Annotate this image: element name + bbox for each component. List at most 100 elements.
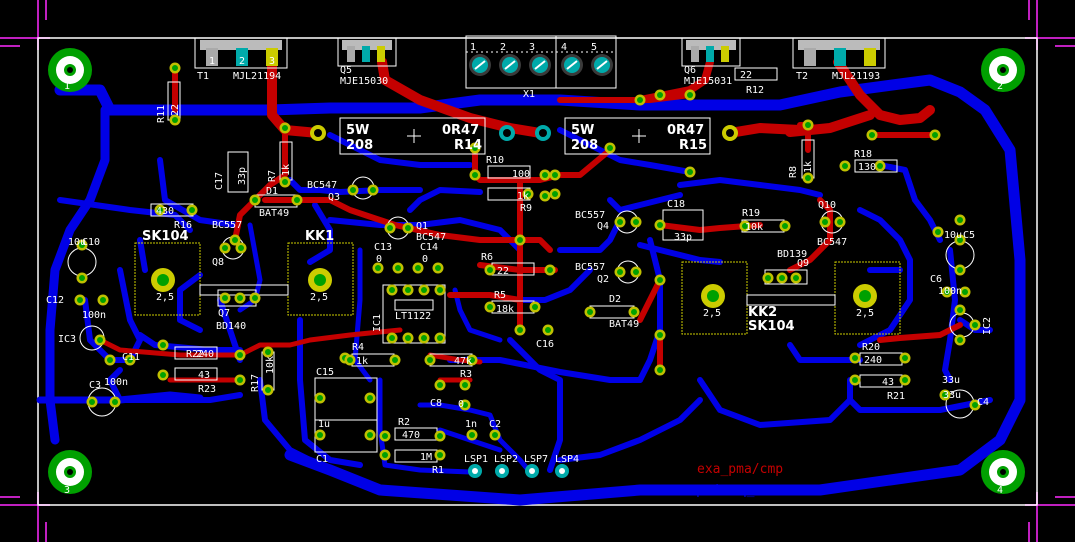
code-R14: 208 (346, 138, 373, 153)
via-hole (942, 392, 948, 398)
x1-pin-4: 4 (561, 42, 567, 53)
value-R12: 22 (740, 70, 752, 81)
label-R9: R9 (520, 203, 532, 214)
via-hole (265, 349, 271, 355)
via-hole (472, 172, 478, 178)
value-R19: 10k (745, 222, 763, 233)
via-hole (127, 357, 133, 363)
connector-X1[interactable] (465, 35, 617, 89)
via-hole (617, 269, 623, 275)
transistor-Q5 (337, 37, 397, 67)
value-R20: 240 (864, 355, 882, 366)
label-MJE15030: MJE15030 (340, 76, 388, 87)
value-C12: 100n (82, 310, 106, 321)
label-R23: R23 (198, 384, 216, 395)
via-hole (100, 297, 106, 303)
value-R18: 130 (858, 162, 876, 173)
label-SK104: SK104 (142, 229, 189, 244)
value-R5: 18k (496, 304, 514, 315)
label-C5: C5 (963, 230, 975, 241)
label-Q8: Q8 (212, 257, 224, 268)
heatsink-label: 2,5 (156, 292, 174, 303)
label-R6: R6 (481, 252, 493, 263)
label-C8: C8 (430, 398, 442, 409)
via-hole (472, 145, 478, 151)
label-C1: C1 (316, 454, 328, 465)
label-Q5: Q5 (340, 65, 352, 76)
bottom-layer-traces (36, 74, 1026, 506)
label-R16: R16 (174, 220, 192, 231)
via-hole (852, 377, 858, 383)
via-hole (742, 223, 748, 229)
label-LSP1: LSP1 (464, 454, 488, 465)
label-R20: R20 (862, 342, 880, 353)
label-R21: R21 (887, 391, 905, 402)
via-hole (637, 97, 643, 103)
via-hole (237, 295, 243, 301)
via-hole (542, 193, 548, 199)
via-hole (107, 357, 113, 363)
label-LSP2: LSP2 (494, 454, 518, 465)
via-hole (487, 267, 493, 273)
via-hole (492, 432, 498, 438)
transistor-T2 (792, 37, 886, 69)
via-hole (222, 295, 228, 301)
via-hole (657, 367, 663, 373)
via-hole (545, 327, 551, 333)
via-hole (389, 287, 395, 293)
value-D2: BAT49 (609, 319, 639, 330)
value-D1: BAT49 (259, 208, 289, 219)
via-hole (837, 219, 843, 225)
speaker-pads (468, 464, 569, 478)
via-hole (238, 245, 244, 251)
label-R4: R4 (352, 342, 364, 353)
via-hole (157, 207, 163, 213)
label-C14: C14 (420, 242, 438, 253)
value-C18: 33p (674, 232, 692, 243)
silkscreen-labels: T1 MJL21194 Q5 MJE15030 X1 1 2 3 4 5 Q6 … (46, 42, 1003, 498)
label-C11: C11 (122, 352, 140, 363)
heatsink-right-pair (681, 261, 901, 335)
via-hole (89, 399, 95, 405)
label-C13: C13 (374, 242, 392, 253)
value-C15: 1u (318, 419, 330, 430)
via-hole (902, 355, 908, 361)
via-hole (944, 289, 950, 295)
value-KK2: SK104 (748, 319, 795, 334)
value-C8: 0 (458, 399, 464, 410)
via-hole (633, 219, 639, 225)
heatsink-label: 2,5 (703, 308, 721, 319)
via-hole (877, 163, 883, 169)
value-R7: 1k (281, 164, 292, 176)
via-hole (793, 275, 799, 281)
board-bottom-text-mirrored: exa_pma/cmp (692, 483, 778, 498)
via-hole (79, 275, 85, 281)
value-Q1: BC547 (416, 232, 446, 243)
via-hole (822, 219, 828, 225)
via-hole (437, 452, 443, 458)
x1-pin-2: 2 (500, 42, 506, 53)
label-Q4: Q4 (597, 221, 609, 232)
label-LSP7: LSP7 (524, 454, 548, 465)
label-Q6: Q6 (684, 65, 696, 76)
via-hole (435, 265, 441, 271)
via-hole (347, 357, 353, 363)
label-C12: C12 (46, 295, 64, 306)
label-R22: R22 (186, 349, 204, 360)
label-R10: R10 (486, 155, 504, 166)
label-LSP4: LSP4 (555, 454, 579, 465)
label-R7: R7 (267, 170, 278, 182)
via-hole (437, 382, 443, 388)
heatsink-label: 2,5 (310, 292, 328, 303)
via-hole (375, 265, 381, 271)
via-hole (972, 402, 978, 408)
via-hole (350, 187, 356, 193)
via-hole (617, 219, 623, 225)
via-hole (79, 242, 85, 248)
transistor-Q6 (681, 37, 741, 67)
vias (74, 62, 981, 461)
pin-label: 2 (239, 56, 245, 67)
via-hole (657, 92, 663, 98)
via-hole (382, 452, 388, 458)
via-hole (112, 399, 118, 405)
